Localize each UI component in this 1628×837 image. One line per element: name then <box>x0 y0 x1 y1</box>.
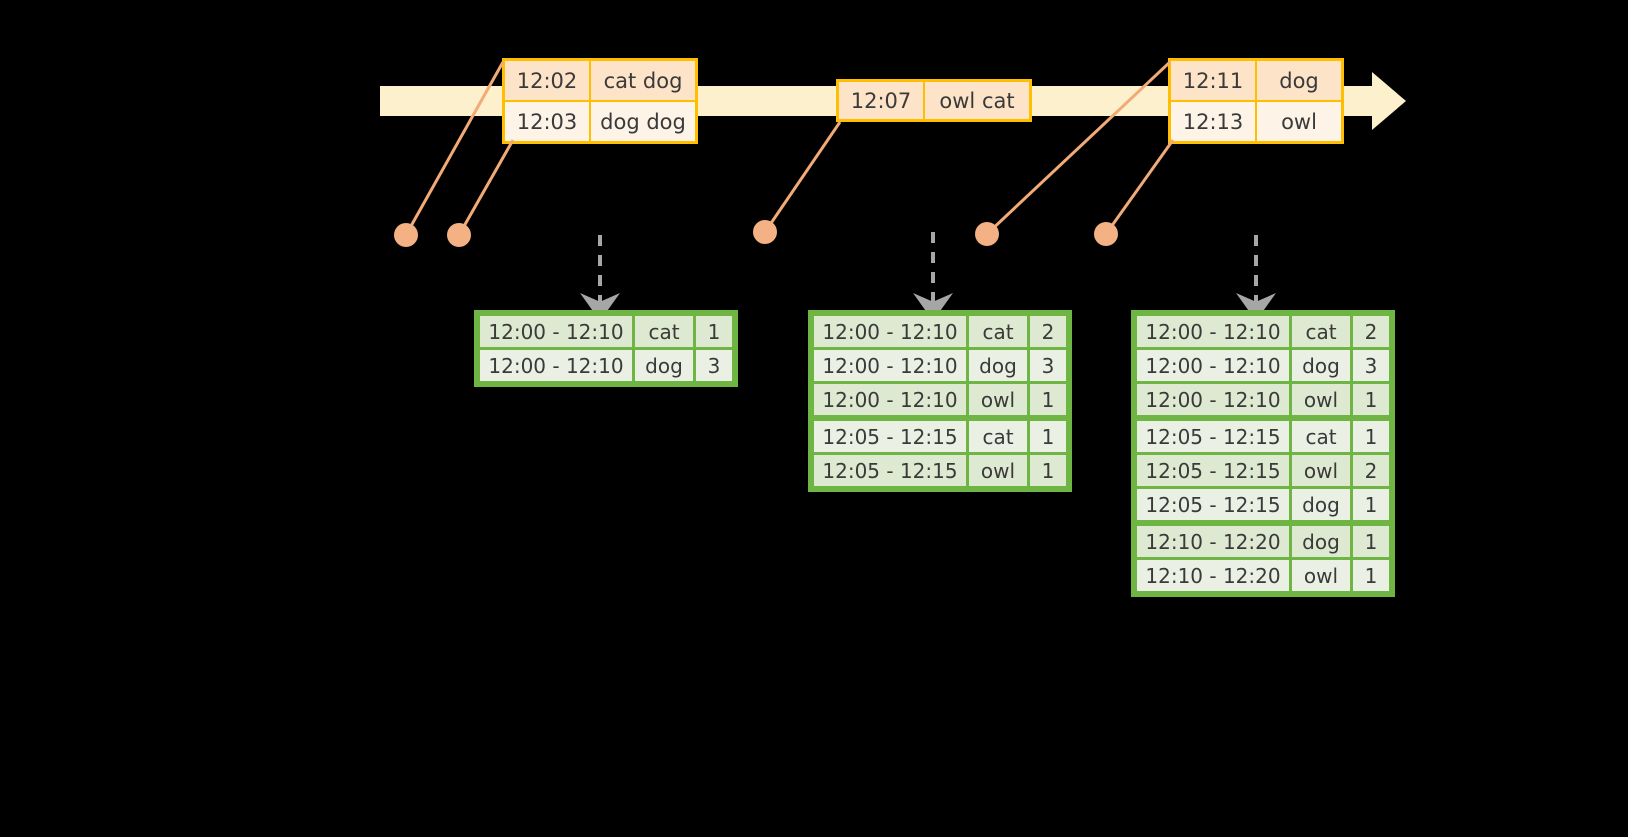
cell-word: cat <box>635 316 693 347</box>
cell-word: cat <box>1292 316 1350 347</box>
cell-word: dog <box>1292 489 1350 520</box>
event-time: 12:07 <box>850 88 912 113</box>
connector-lines <box>404 60 1175 236</box>
cell-count: 3 <box>1353 350 1389 381</box>
connector-line-4 <box>985 60 1172 236</box>
event-dot-2[interactable] <box>447 223 471 247</box>
cell-count: 1 <box>1353 526 1389 557</box>
cell-word: owl <box>1292 455 1350 486</box>
cell-count: 1 <box>1353 489 1389 520</box>
cell-count: 1 <box>1353 384 1389 415</box>
cell-count: 2 <box>1030 316 1066 347</box>
event-row[interactable]: 12:03 dog dog <box>505 100 695 141</box>
event-words: owl <box>1255 102 1341 141</box>
cell-count: 3 <box>1030 350 1066 381</box>
connector-line-1 <box>404 61 505 236</box>
cell-window: 12:00 - 12:10 <box>480 350 632 381</box>
cell-word: dog <box>1292 350 1350 381</box>
event-dot-3[interactable] <box>753 220 777 244</box>
event-words: cat dog <box>589 61 695 100</box>
cell-word: cat <box>969 421 1027 452</box>
cell-word: owl <box>1292 384 1350 415</box>
cell-count: 3 <box>696 350 732 381</box>
cell-window: 12:05 - 12:15 <box>814 421 966 452</box>
cell-word: cat <box>1292 421 1350 452</box>
event-words: dog <box>1255 61 1341 100</box>
event-group-b[interactable]: 12:07 owl cat <box>836 79 1032 122</box>
cell-count: 1 <box>1353 421 1389 452</box>
event-words: dog dog <box>589 102 695 141</box>
event-group-a[interactable]: 12:02 cat dog 12:03 dog dog <box>502 58 698 144</box>
event-dot-1[interactable] <box>394 223 418 247</box>
cell-window: 12:10 - 12:20 <box>1137 526 1289 557</box>
cell-count: 1 <box>1030 421 1066 452</box>
cell-window: 12:00 - 12:10 <box>814 384 966 415</box>
cell-word: owl <box>1292 560 1350 591</box>
cell-window: 12:00 - 12:10 <box>1137 316 1289 347</box>
connector-line-3 <box>763 121 842 233</box>
cell-word: dog <box>1292 526 1350 557</box>
event-time: 12:11 <box>1182 68 1244 93</box>
cell-count: 1 <box>1353 560 1389 591</box>
cell-window: 12:00 - 12:10 <box>814 350 966 381</box>
cell-window: 12:00 - 12:10 <box>1137 350 1289 381</box>
event-group-c[interactable]: 12:11 dog 12:13 owl <box>1168 58 1344 144</box>
cell-window: 12:05 - 12:15 <box>814 455 966 486</box>
cell-count: 2 <box>1353 316 1389 347</box>
emit-arrows <box>580 232 1276 321</box>
event-row[interactable]: 12:02 cat dog <box>505 61 695 100</box>
timeline-arrowhead <box>1372 72 1406 130</box>
connector-line-5 <box>1104 139 1175 235</box>
cell-window: 12:00 - 12:10 <box>1137 384 1289 415</box>
event-time: 12:13 <box>1182 109 1244 134</box>
event-row[interactable]: 12:11 dog <box>1171 61 1341 100</box>
cell-count: 1 <box>1030 455 1066 486</box>
cell-count: 1 <box>696 316 732 347</box>
cell-word: dog <box>969 350 1027 381</box>
cell-window: 12:05 - 12:15 <box>1137 489 1289 520</box>
cell-word: owl <box>969 455 1027 486</box>
cell-window: 12:00 - 12:10 <box>814 316 966 347</box>
event-time: 12:03 <box>516 109 578 134</box>
cell-window: 12:10 - 12:20 <box>1137 560 1289 591</box>
connector-dots <box>394 220 1118 247</box>
cell-word: owl <box>969 384 1027 415</box>
cell-window: 12:05 - 12:15 <box>1137 421 1289 452</box>
cell-window: 12:00 - 12:10 <box>480 316 632 347</box>
event-row[interactable]: 12:13 owl <box>1171 100 1341 141</box>
event-time: 12:02 <box>516 68 578 93</box>
cell-window: 12:05 - 12:15 <box>1137 455 1289 486</box>
event-dot-5[interactable] <box>1094 222 1118 246</box>
event-dot-4[interactable] <box>975 222 999 246</box>
cell-count: 1 <box>1030 384 1066 415</box>
event-words: owl cat <box>923 82 1029 119</box>
cell-count: 2 <box>1353 455 1389 486</box>
cell-word: dog <box>635 350 693 381</box>
cell-word: cat <box>969 316 1027 347</box>
event-row[interactable]: 12:07 owl cat <box>839 82 1029 119</box>
connector-line-2 <box>457 139 515 236</box>
